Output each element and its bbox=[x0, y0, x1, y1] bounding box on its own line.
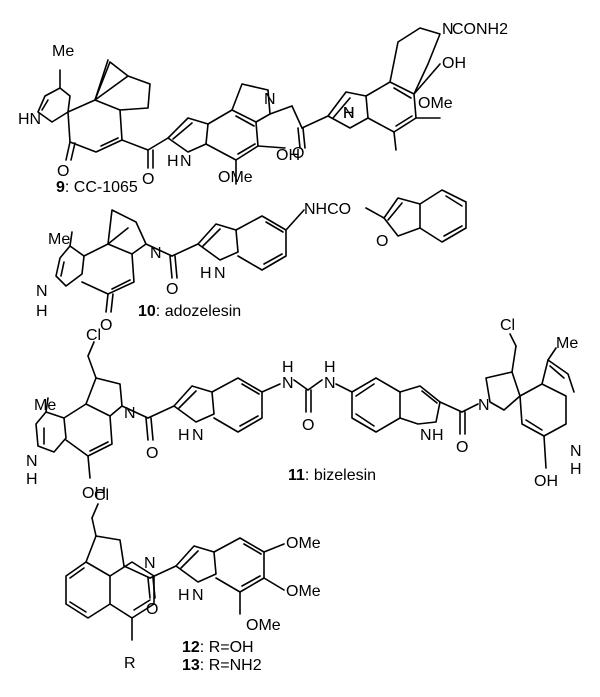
compound-13-caption: 13: R=NH2 bbox=[182, 657, 262, 674]
compound-name: CC-1065 bbox=[74, 179, 138, 196]
compound-10-atoms: Me N H O N O N H NHCO O bbox=[36, 201, 388, 334]
svg-text:11: bizelesin: 11: bizelesin bbox=[288, 467, 376, 484]
atom-label: OH bbox=[276, 147, 300, 164]
atom-label: R bbox=[124, 655, 136, 672]
atom-label: N bbox=[264, 91, 276, 108]
atom-label: H bbox=[36, 303, 48, 320]
atom-label: OH bbox=[82, 485, 106, 502]
atom-label: N bbox=[442, 21, 454, 38]
atom-label: O bbox=[142, 171, 154, 188]
compound-10-caption: 10: adozelesin bbox=[138, 303, 241, 320]
compound-name: R=OH bbox=[209, 639, 254, 656]
atom-label: Cl bbox=[86, 327, 101, 344]
compound-number: 12 bbox=[182, 639, 200, 656]
atom-label: H bbox=[178, 427, 190, 444]
compound-12-13-atoms: Cl N O N H OMe OMe OMe R bbox=[94, 487, 321, 672]
compound-11-caption: 11: bizelesin bbox=[288, 467, 376, 484]
atom-label: OMe bbox=[418, 95, 453, 112]
caption-separator: : bbox=[156, 303, 165, 320]
atom-label: O bbox=[456, 439, 468, 456]
atom-label: O bbox=[146, 445, 158, 462]
atom-label: NHCO bbox=[304, 201, 351, 218]
atom-label: H bbox=[570, 461, 582, 478]
atom-label: O bbox=[57, 163, 69, 180]
atom-label: H bbox=[26, 471, 38, 488]
atom-label: N bbox=[36, 283, 48, 300]
atom-label: N bbox=[343, 105, 355, 122]
atom-label: Me bbox=[52, 43, 74, 60]
atom-label: N bbox=[214, 265, 226, 282]
atom-label: CONH2 bbox=[452, 21, 508, 38]
atom-label: H bbox=[343, 105, 355, 122]
svg-text:12: R=OH: 12: R=OH bbox=[182, 639, 254, 656]
atom-label: O bbox=[376, 233, 388, 250]
atom-label: OMe bbox=[218, 169, 253, 186]
atom-label: H bbox=[432, 427, 444, 444]
caption-separator: : bbox=[65, 179, 74, 196]
atom-label: OMe bbox=[286, 535, 321, 552]
compound-12-13-structure bbox=[65, 503, 285, 641]
atom-label: N bbox=[478, 397, 490, 414]
atom-label: O bbox=[292, 145, 304, 162]
atom-label: N bbox=[180, 153, 192, 170]
atom-label: Cl bbox=[94, 487, 109, 504]
atom-label: N bbox=[420, 427, 432, 444]
atom-label: Cl bbox=[500, 317, 515, 334]
atom-label: O bbox=[302, 417, 314, 434]
svg-text:10: adozelesin: 10: adozelesin bbox=[138, 303, 241, 320]
compound-11-atoms: Cl Me N H OH N O N H N H N H O N H O N C… bbox=[26, 317, 582, 502]
atom-label: N bbox=[282, 375, 294, 392]
compound-11-structure bbox=[35, 333, 575, 479]
compound-name: adozelesin bbox=[165, 303, 242, 320]
compound-number: 11 bbox=[288, 467, 305, 484]
compound-9-structure bbox=[37, 27, 441, 185]
atom-label: H bbox=[200, 265, 212, 282]
atom-label: OMe bbox=[246, 617, 281, 634]
compound-9-caption: 9: CC-1065 bbox=[56, 179, 138, 196]
atom-label: N bbox=[26, 453, 38, 470]
atom-label: OMe bbox=[286, 583, 321, 600]
atom-label: H bbox=[324, 359, 336, 376]
compound-number: 9 bbox=[56, 179, 65, 196]
atom-label: OH bbox=[534, 473, 558, 490]
atom-label: O bbox=[146, 601, 158, 618]
atom-label: N bbox=[124, 405, 136, 422]
atom-label: Me bbox=[48, 231, 70, 248]
compound-name: bizelesin bbox=[314, 467, 376, 484]
compound-12-caption: 12: R=OH bbox=[182, 639, 254, 656]
atom-label: Me bbox=[34, 397, 56, 414]
atom-label: HN bbox=[18, 111, 41, 128]
atom-label: O bbox=[100, 317, 112, 334]
atom-label: H bbox=[282, 359, 294, 376]
atom-label: H bbox=[178, 587, 190, 604]
caption-separator: : bbox=[200, 657, 209, 674]
compound-name: R=NH2 bbox=[209, 657, 262, 674]
svg-text:13: R=NH2: 13: R=NH2 bbox=[182, 657, 262, 674]
compound-number: 10 bbox=[138, 303, 156, 320]
atom-label: OH bbox=[442, 55, 466, 72]
compound-number: 13 bbox=[182, 657, 200, 674]
compound-10-structure bbox=[55, 189, 467, 313]
caption-separator: : bbox=[305, 467, 314, 484]
atom-label: H bbox=[167, 153, 179, 170]
svg-text:9: CC-1065: 9: CC-1065 bbox=[56, 179, 138, 196]
atom-label: Me bbox=[556, 335, 578, 352]
atom-label: N bbox=[192, 427, 204, 444]
caption-separator: : bbox=[200, 639, 209, 656]
compound-9-atoms: Me HN O O N H N OH OMe O N H N CONH2 OH … bbox=[18, 21, 508, 188]
atom-label: O bbox=[166, 281, 178, 298]
atom-label: N bbox=[324, 375, 336, 392]
atom-label: N bbox=[150, 245, 162, 262]
atom-label: N bbox=[570, 443, 582, 460]
atom-label: N bbox=[192, 587, 204, 604]
atom-label: N bbox=[144, 555, 156, 572]
